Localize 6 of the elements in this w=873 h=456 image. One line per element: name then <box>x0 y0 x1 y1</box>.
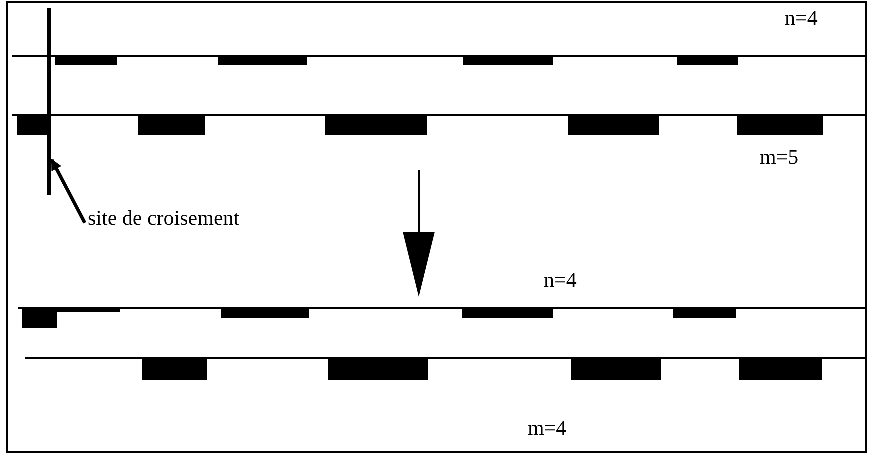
strand-label: m=4 <box>528 418 567 439</box>
leader-line <box>50 159 87 224</box>
annotation-text: site de croisement <box>88 208 240 229</box>
strand-label: n=4 <box>544 270 577 291</box>
strand-label: m=5 <box>760 147 799 168</box>
strand-label: n=4 <box>785 8 818 29</box>
